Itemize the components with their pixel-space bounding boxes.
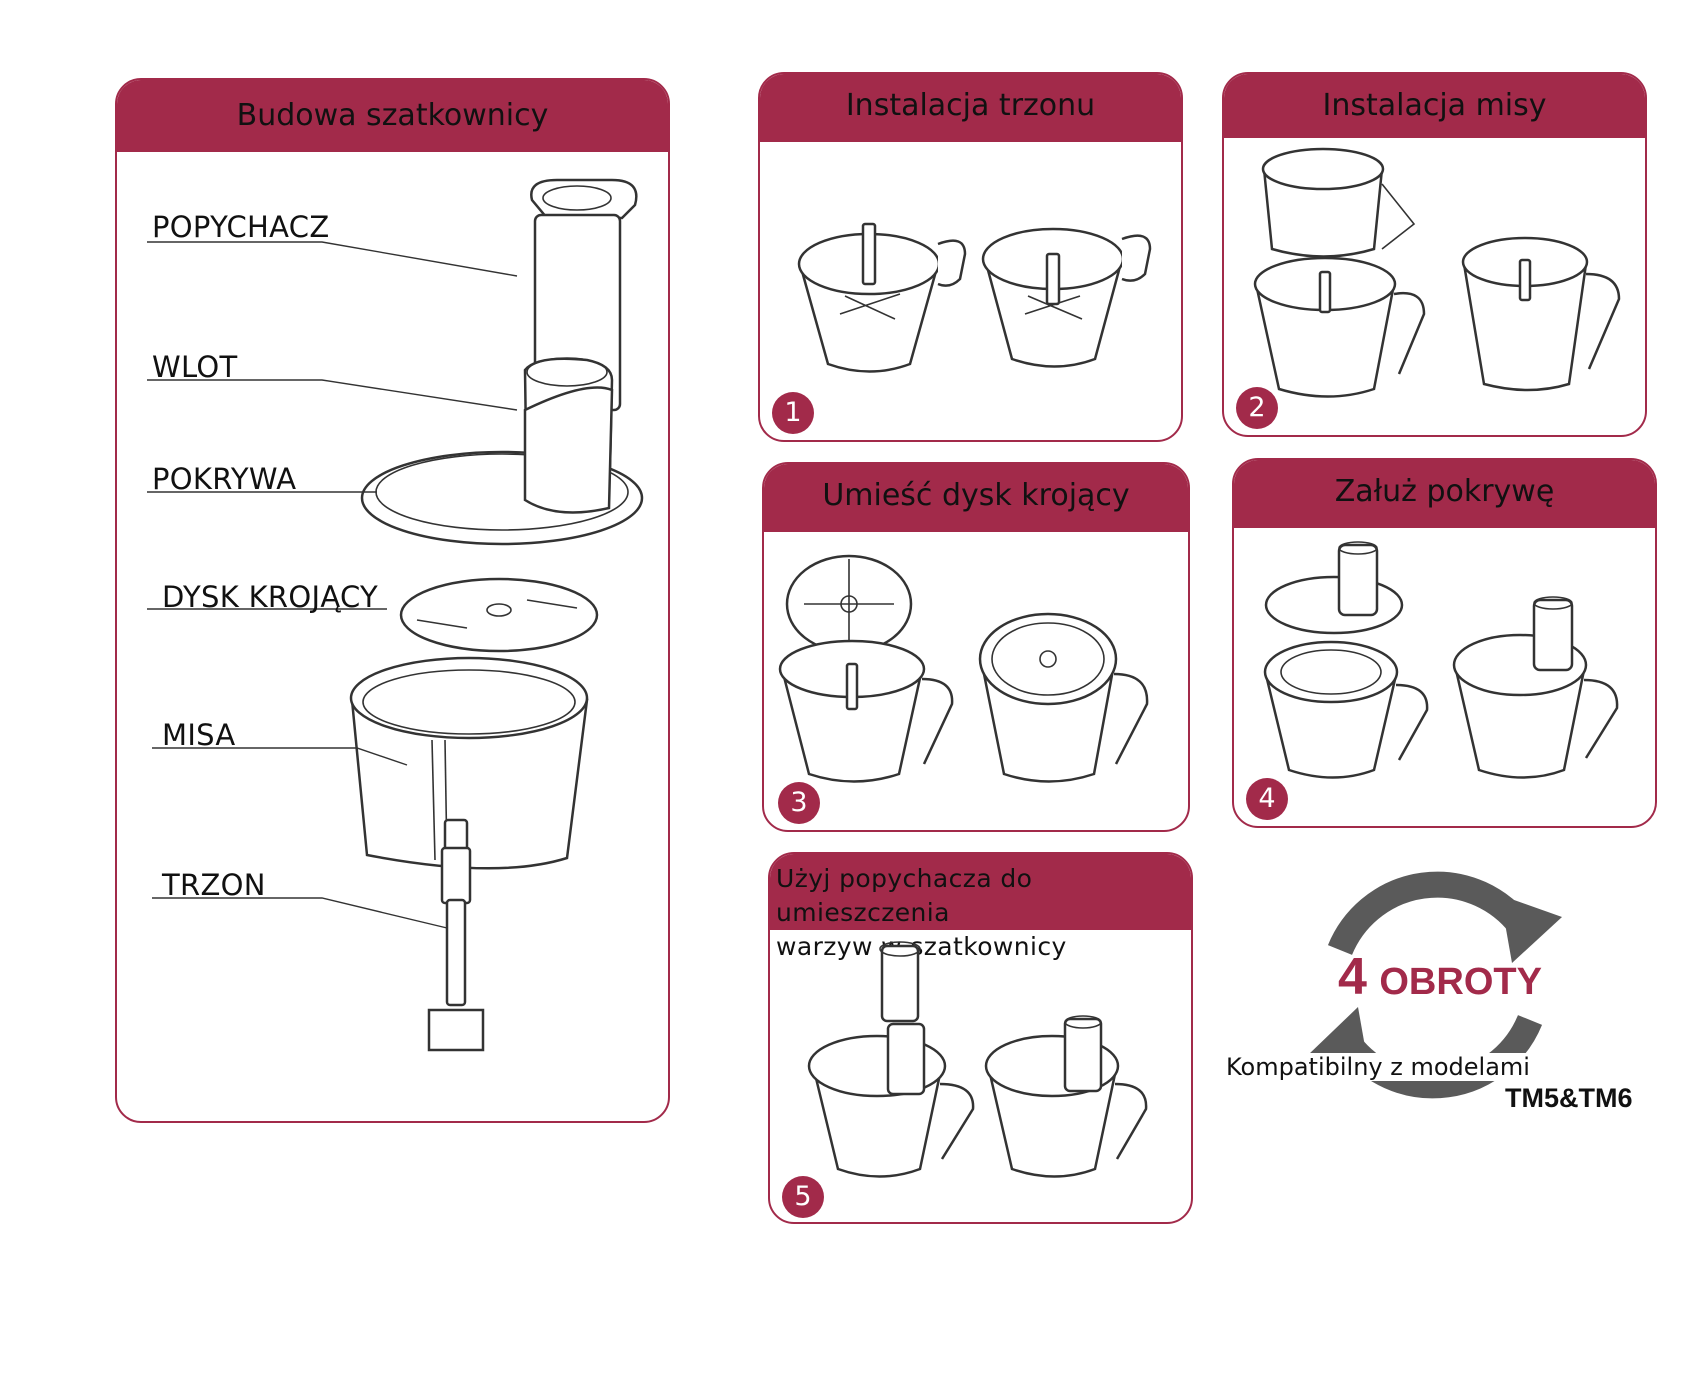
jug-with-disc — [978, 612, 1149, 783]
jug-with-pusher-inserted — [984, 1015, 1148, 1178]
step-3-header: Umieść dysk krojący — [764, 464, 1188, 532]
step-2-number: 2 — [1236, 387, 1278, 429]
bowl-above-jug — [1261, 147, 1416, 258]
lid-illustration — [360, 386, 644, 546]
structure-panel: Budowa szatkownicy — [115, 78, 670, 1123]
shaft-illustration — [427, 818, 485, 1052]
lid-above-jug — [1264, 541, 1404, 635]
step-2-illustration — [1253, 147, 1621, 398]
step-2-header: Instalacja misy — [1224, 74, 1645, 138]
step-4-panel: Załuż pokrywę 4 — [1232, 458, 1657, 828]
jug-with-bowl — [1461, 236, 1621, 392]
step-2-title: Instalacja misy — [1322, 88, 1547, 123]
part-label-lid: POKRYWA — [152, 462, 297, 496]
step-5-illustration — [807, 941, 1148, 1178]
step-3-number: 3 — [778, 782, 820, 824]
step-4-illustration — [1263, 541, 1619, 779]
part-label-pusher: POPYCHACZ — [152, 210, 330, 244]
part-label-bowl: MISA — [162, 718, 236, 752]
structure-panel-title: Budowa szatkownicy — [236, 98, 549, 133]
jug-open — [1253, 256, 1426, 398]
structure-illustration — [147, 178, 644, 1052]
step-3-panel: Umieść dysk krojący 3 — [762, 462, 1190, 832]
step-5-title-line-2: warzyw w szatkownicy — [776, 932, 1067, 961]
step-5-header: Użyj popychacza do umieszczenia warzyw w… — [770, 854, 1191, 961]
jug-with-shaft-b — [981, 227, 1152, 368]
jug-with-disc-step4 — [1263, 640, 1429, 779]
rotation-badge: 4 OBROTY Kompatibilny z modelami TM5&TM6 — [1200, 855, 1680, 1125]
step-5-number: 5 — [782, 1176, 824, 1218]
part-label-disc: DYSK KROJĄCY — [162, 580, 379, 614]
step-5-panel: Użyj popychacza do umieszczenia warzyw w… — [768, 852, 1193, 1224]
rotations-label: 4 OBROTY — [1338, 947, 1542, 1007]
part-label-shaft: TRZON — [162, 868, 266, 902]
rotations-number: 4 — [1338, 948, 1367, 1006]
rotations-text: OBROTY — [1379, 961, 1542, 1003]
jug-with-lid — [1452, 596, 1619, 779]
step-2-panel: Instalacja misy 2 — [1222, 72, 1647, 437]
jug-with-shaft-a — [797, 222, 967, 373]
step-1-panel: Instalacja trzonu 1 — [758, 72, 1183, 442]
step-4-title: Załuż pokrywę — [1334, 474, 1555, 509]
models-text: TM5&TM6 — [1505, 1083, 1633, 1113]
step-1-title: Instalacja trzonu — [845, 88, 1096, 123]
disc-above-jug — [785, 554, 913, 654]
step-1-header: Instalacja trzonu — [760, 74, 1181, 142]
structure-panel-header: Budowa szatkownicy — [117, 80, 668, 152]
step-4-header: Załuż pokrywę — [1234, 460, 1655, 528]
step-3-title: Umieść dysk krojący — [822, 478, 1130, 513]
step-1-number: 1 — [772, 392, 814, 434]
compat-text: Kompatibilny z modelami — [1224, 1053, 1532, 1081]
jug-with-lid-and-inlet — [807, 1022, 975, 1178]
part-label-inlet: WLOT — [152, 350, 238, 384]
jug-with-shaft-step3 — [778, 639, 954, 783]
step-3-illustration — [778, 554, 1149, 783]
step-5-title-line-1: Użyj popychacza do umieszczenia — [776, 864, 1033, 927]
bowl-illustration — [349, 656, 589, 870]
step-1-illustration — [797, 222, 1152, 373]
disc-illustration — [399, 577, 599, 653]
pusher-above-jug — [879, 941, 921, 1023]
step-4-number: 4 — [1246, 778, 1288, 820]
